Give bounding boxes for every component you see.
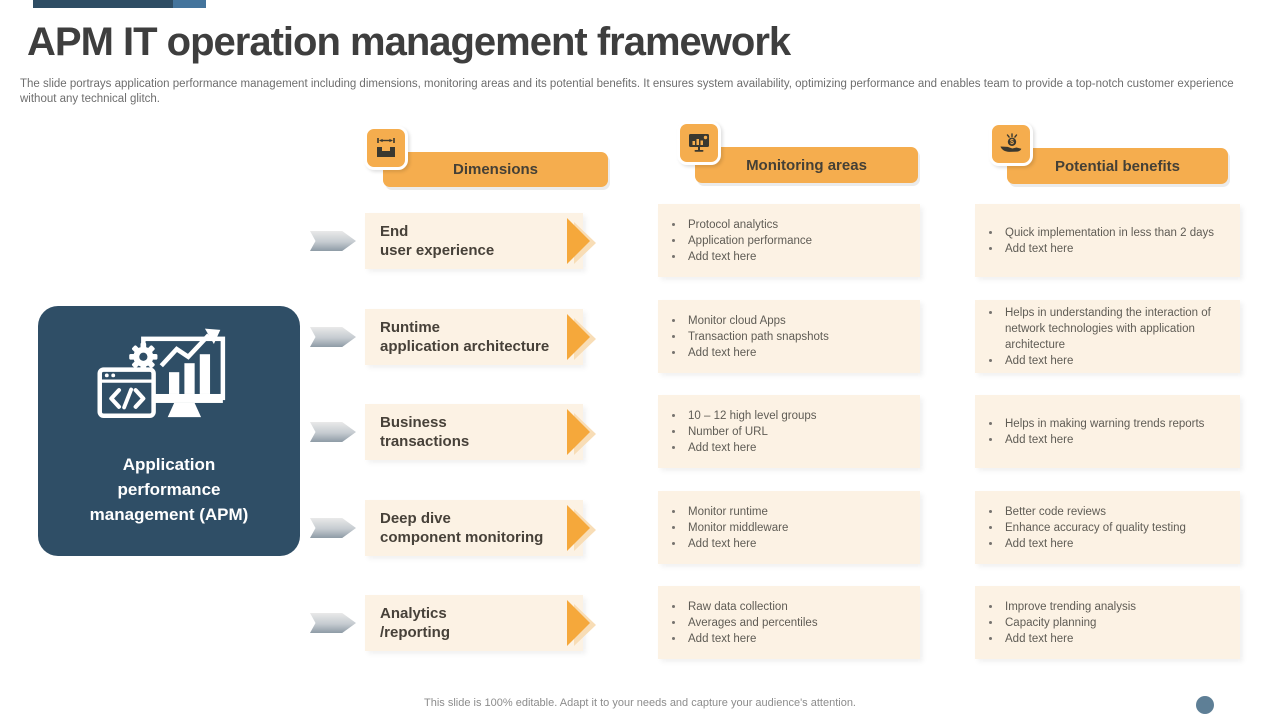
dimension-label: Analytics /reporting <box>380 605 450 641</box>
top-accent-bar-dark <box>33 0 173 8</box>
potential-benefits-badge: $ <box>989 122 1033 166</box>
hand-money-icon: $ <box>1000 133 1022 152</box>
bullet-item: Better code reviews <box>975 504 1228 520</box>
column-header-potential-benefits-label: Potential benefits <box>1054 157 1181 175</box>
bullet-item: Monitor middleware <box>658 520 908 536</box>
apm-box: Application performance management (APM) <box>38 306 300 556</box>
dimension-end-user-experience: End user experience <box>365 213 596 269</box>
dimension-business-transactions: Business transactions <box>365 404 596 460</box>
footer-note: This slide is 100% editable. Adapt it to… <box>424 697 856 709</box>
apm-label: Application performance management (APM) <box>89 455 249 524</box>
dimension-runtime-application-architecture: Runtime application architecture <box>365 309 596 365</box>
monitoring-areas-badge <box>677 121 721 165</box>
connector-arrow-icon <box>310 518 356 538</box>
svg-text:$: $ <box>1010 139 1014 146</box>
slide-subtitle: The slide portrays application performan… <box>20 78 1234 105</box>
bullet-item: Averages and percentiles <box>658 615 908 631</box>
bullet-item: Raw data collection <box>658 599 908 615</box>
dimension-label: Business transactions <box>380 414 470 450</box>
bullet-item: Monitor runtime <box>658 504 908 520</box>
corner-dot <box>1196 696 1214 714</box>
connector-arrow-icon <box>310 231 356 251</box>
bullet-item: Transaction path snapshots <box>658 329 908 345</box>
connector-arrow-icon <box>310 613 356 633</box>
column-header-potential-benefits: Potential benefits <box>1007 148 1228 184</box>
bullet-item: Enhance accuracy of quality testing <box>975 520 1228 536</box>
bullet-item: Quick implementation in less than 2 days <box>975 225 1228 241</box>
column-header-monitoring-areas: Monitoring areas <box>695 147 918 183</box>
bullet-item: Add text here <box>658 249 908 265</box>
bullet-item: Add text here <box>975 432 1228 448</box>
benefits-list-2: Helps in understanding the interaction o… <box>975 300 1240 373</box>
column-header-dimensions-label: Dimensions <box>452 161 539 178</box>
bullet-item: Add text here <box>975 353 1228 369</box>
dimension-label: Runtime application architecture <box>380 319 550 355</box>
bullet-item: Add text here <box>975 631 1228 647</box>
benefits-list-1: Quick implementation in less than 2 days… <box>975 204 1240 277</box>
bullet-item: Number of URL <box>658 424 908 440</box>
dimension-analytics-reporting: Analytics /reporting <box>365 595 596 651</box>
slide-title: APM IT operation management framework <box>27 20 791 64</box>
bullet-item: Application performance <box>658 233 908 249</box>
bullet-item: Add text here <box>658 536 908 552</box>
dimension-label: End user experience <box>380 223 495 259</box>
column-header-dimensions: Dimensions <box>383 152 608 187</box>
bullet-item: Add text here <box>975 241 1228 257</box>
bullet-item: Helps in making warning trends reports <box>975 416 1228 432</box>
bullet-item: Add text here <box>658 631 908 647</box>
dimensions-badge <box>364 126 408 170</box>
width-measure-icon <box>377 138 395 157</box>
bullet-item: Add text here <box>658 345 908 361</box>
bullet-item: Capacity planning <box>975 615 1228 631</box>
monitor-chart-icon <box>689 134 709 152</box>
bullet-item: Helps in understanding the interaction o… <box>975 305 1228 353</box>
bullet-item: Add text here <box>658 440 908 456</box>
bullet-item: Improve trending analysis <box>975 599 1228 615</box>
bullet-item: Monitor cloud Apps <box>658 313 908 329</box>
top-accent-bar-light <box>173 0 206 8</box>
dimension-deep-dive-component-monitoring: Deep dive component monitoring <box>365 500 596 556</box>
apm-devops-icon <box>97 328 226 419</box>
bullet-item: Add text here <box>975 536 1228 552</box>
bullet-item: 10 – 12 high level groups <box>658 408 908 424</box>
connector-arrow-icon <box>310 422 356 442</box>
column-header-monitoring-areas-label: Monitoring areas <box>746 156 867 174</box>
connector-arrow-icon <box>310 327 356 347</box>
dimension-label: Deep dive component monitoring <box>380 510 544 546</box>
bullet-item: Protocol analytics <box>658 217 908 233</box>
